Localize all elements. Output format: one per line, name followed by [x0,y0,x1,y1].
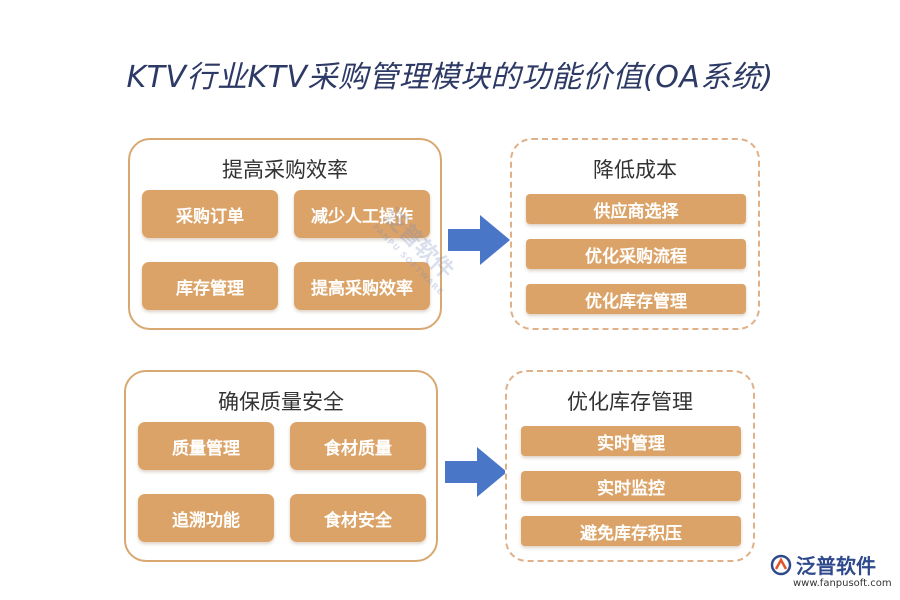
logo-name: 泛普软件 [796,554,876,578]
bar-optimize-process: 优化采购流程 [526,239,746,269]
bar-realtime-management: 实时管理 [521,426,741,456]
card-inventory: 库存管理 [142,262,278,310]
card-ingredient-quality: 食材质量 [290,422,426,470]
group-improve-efficiency: 提高采购效率 采购订单 减少人工操作 库存管理 提高采购效率 [128,138,442,330]
group-reduce-cost: 降低成本 供应商选择 优化采购流程 优化库存管理 [510,138,760,330]
logo-url: www.fanpusoft.com [793,578,892,589]
card-quality-management: 质量管理 [138,422,274,470]
group-title: 提高采购效率 [222,158,348,182]
card-ingredient-safety: 食材安全 [290,494,426,542]
right-arrow-icon [445,447,507,497]
brand-logo: 泛普软件 [770,550,876,579]
card-improve-efficiency: 提高采购效率 [294,262,430,310]
bar-realtime-monitoring: 实时监控 [521,471,741,501]
page-title: KTV行业KTV采购管理模块的功能价值(OA系统) [126,60,774,95]
right-arrow-icon [448,215,510,265]
card-purchase-order: 采购订单 [142,190,278,238]
group-optimize-inventory: 优化库存管理 实时管理 实时监控 避免库存积压 [505,370,755,562]
card-reduce-manual: 减少人工操作 [294,190,430,238]
bar-avoid-overstock: 避免库存积压 [521,516,741,546]
group-title: 确保质量安全 [218,390,344,414]
group-quality-safety: 确保质量安全 质量管理 食材质量 追溯功能 食材安全 [124,370,438,562]
bar-supplier-select: 供应商选择 [526,194,746,224]
group-title: 优化库存管理 [567,390,693,414]
card-traceability: 追溯功能 [138,494,274,542]
group-title: 降低成本 [593,158,677,182]
logo-icon [770,554,792,575]
bar-optimize-inventory: 优化库存管理 [526,284,746,314]
